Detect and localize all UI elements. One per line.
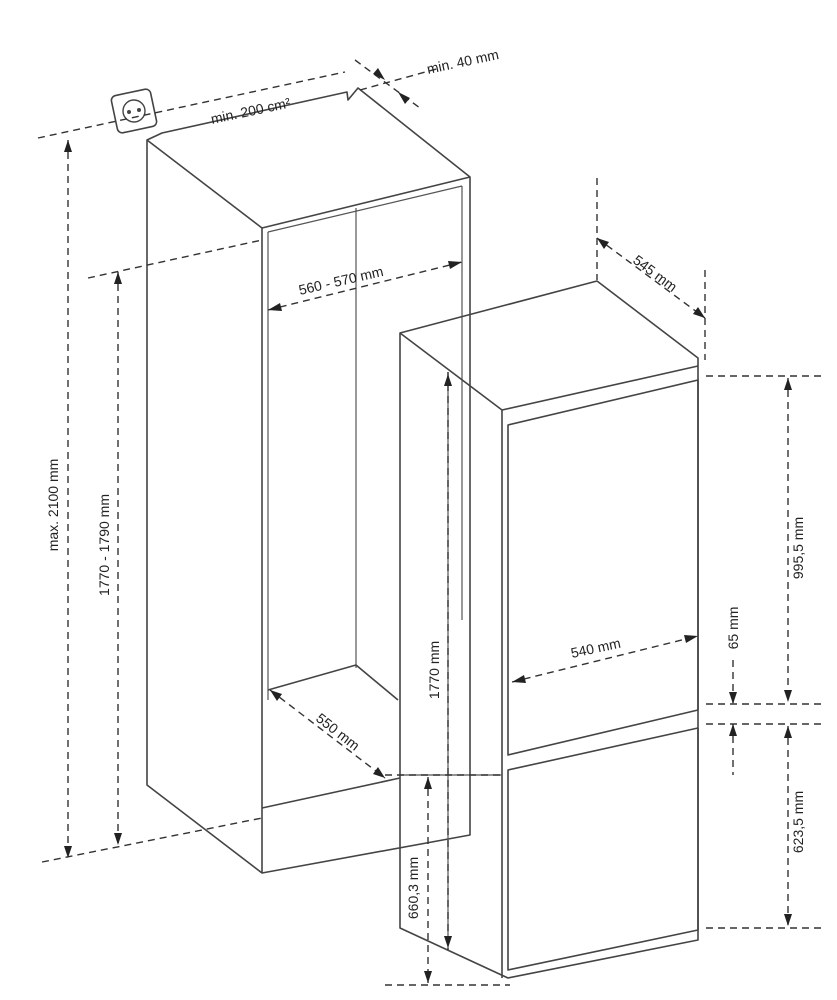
label-550: 550 mm [313, 710, 363, 754]
label-1770-1790: 1770 - 1790 mm [96, 494, 112, 596]
dim-550-line [269, 689, 386, 779]
power-socket-icon [110, 88, 158, 134]
dim-1770-1790-top-ext [87, 239, 263, 279]
cabinet-outline [146, 87, 471, 874]
appliance-top-front-edge [501, 365, 699, 411]
lower-door [507, 727, 699, 971]
dim-max2100-top-ext [37, 71, 346, 139]
label-65: 65 mm [725, 607, 741, 650]
label-540: 540 mm [569, 635, 622, 661]
dim-min40-ext [359, 67, 441, 91]
cabinet-inner-top-edge [267, 185, 463, 233]
cabinet-floor-back-edge [267, 664, 357, 691]
label-995-5: 995,5 mm [790, 517, 806, 579]
label-545: 545 mm [630, 252, 680, 295]
dim-560-570-line [267, 261, 463, 311]
cabinet-plinth-edge [261, 777, 401, 809]
cabinet-top-left-edge [146, 139, 263, 229]
dim-545-line [596, 237, 706, 319]
label-max-2100: max. 2100 mm [45, 459, 61, 552]
cabinet-floor-right-edge [355, 664, 399, 701]
label-1770: 1770 mm [426, 641, 442, 699]
appliance-outline [399, 280, 699, 979]
dimension-lines [37, 59, 825, 986]
cabinet-niche [146, 87, 471, 874]
dim-540-line [511, 635, 699, 683]
appliance-top-left-edge [399, 332, 503, 411]
label-660-3: 660,3 mm [405, 857, 421, 919]
cabinet-opening-top-edge [261, 176, 471, 229]
upper-door [507, 379, 699, 756]
label-min-40: min. 40 mm [425, 46, 500, 77]
dim-max2100-bottom-ext [41, 817, 263, 863]
label-623-5: 623,5 mm [790, 791, 806, 853]
dim-min40-diagonal [354, 59, 421, 109]
label-min-200: min. 200 cm² [209, 94, 292, 127]
